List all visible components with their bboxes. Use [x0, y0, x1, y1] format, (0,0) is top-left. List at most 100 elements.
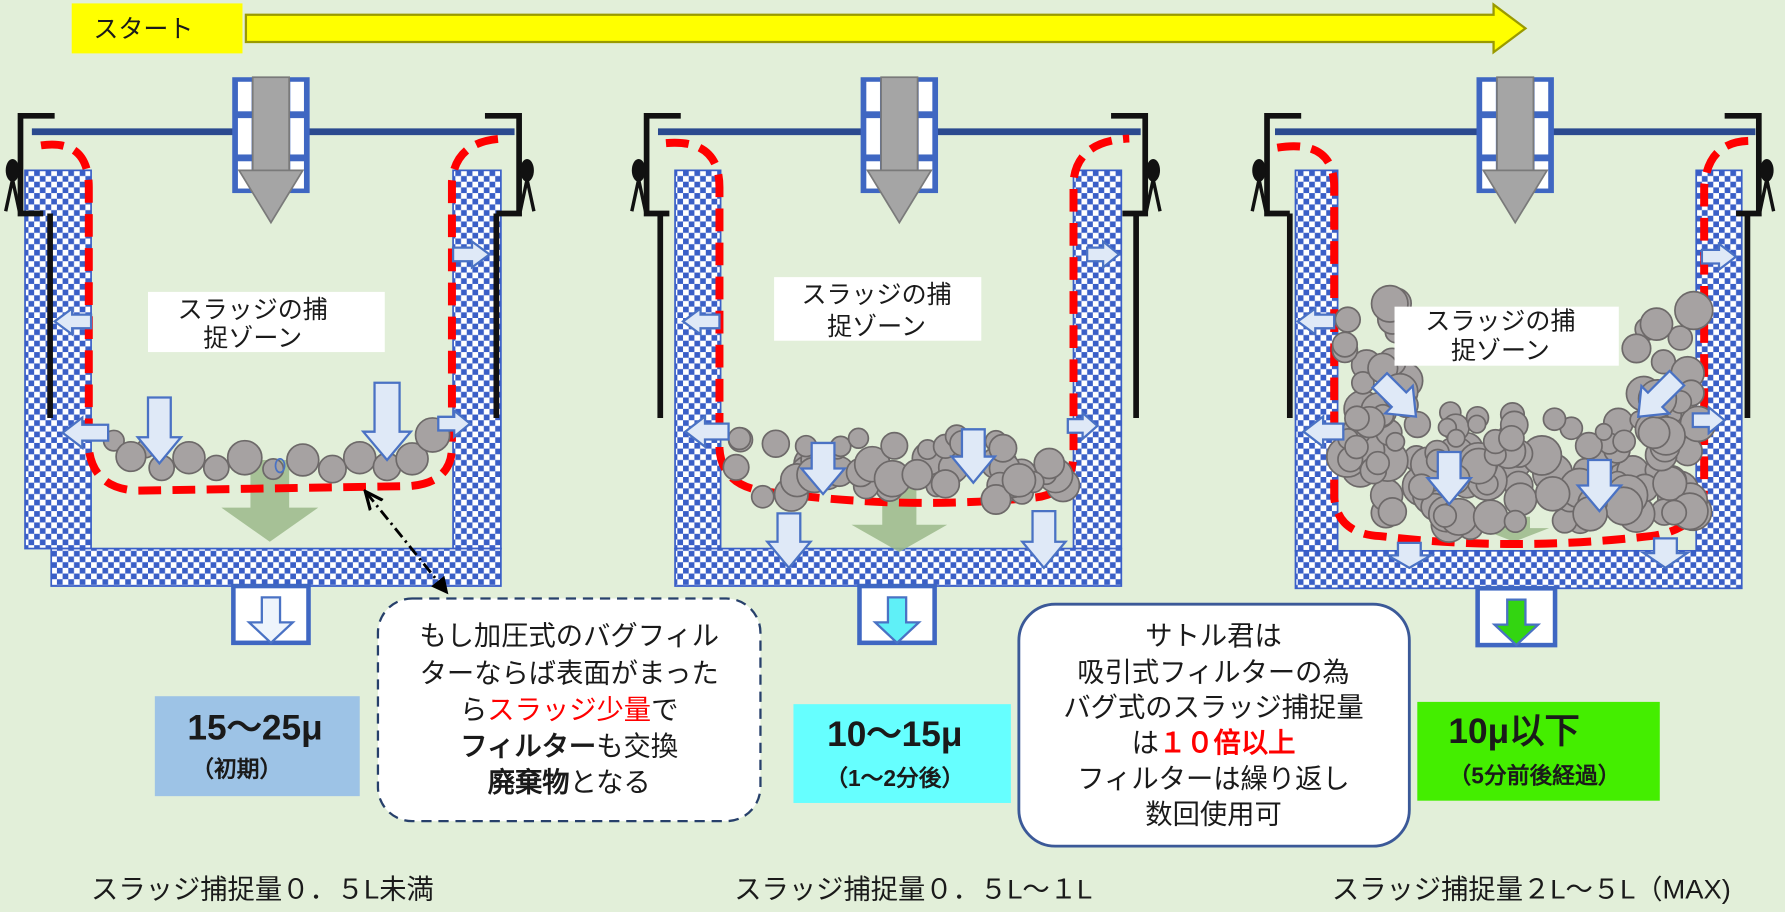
- sludge-particle: [1472, 499, 1509, 535]
- down-arrow-shaft: [251, 76, 291, 173]
- particle-size-box-bg: [1417, 701, 1660, 801]
- vessel-left-wall: [674, 169, 722, 550]
- particle-size-value: 10μ以下: [1448, 712, 1579, 751]
- capture-zone-label-line-1: スラッジの捕: [1425, 307, 1575, 335]
- flow-arrow: [1019, 509, 1068, 570]
- satoru-line-4: は１０倍以上: [1132, 727, 1296, 758]
- clamp-leg: [518, 179, 536, 212]
- flow-arrow: [60, 415, 110, 451]
- capture-amount-caption: スラッジ捕捉量０．５L未満: [91, 873, 434, 904]
- piston: [860, 76, 939, 225]
- clamp-knob: [1759, 159, 1774, 182]
- down-arrow-head: [237, 169, 305, 225]
- capture-zone-label-line-1: スラッジの捕: [801, 281, 951, 309]
- sludge-particle: [880, 431, 909, 460]
- callout-line-3-pre: ら: [460, 694, 487, 725]
- flow-arrow: [949, 428, 998, 485]
- particle-size-value: 10〜15μ: [827, 715, 962, 754]
- callout-line-5: 廃棄物となる: [488, 767, 651, 798]
- start-label-box: [71, 3, 243, 54]
- clamp-bracket: [1264, 113, 1302, 217]
- particle-size-value: 15〜25μ: [187, 708, 322, 747]
- outlet-down-arrow: [1491, 598, 1542, 647]
- sludge-particle: [1432, 503, 1458, 528]
- flow-arrow: [1636, 369, 1686, 418]
- elapsed-time-label: （5分前後経過）: [1449, 763, 1621, 789]
- sludge-particle: [115, 440, 147, 473]
- sludge-particle: [1344, 405, 1370, 432]
- capture-zone-label-line-2: 捉ゾーン: [827, 313, 926, 341]
- clamp-knob: [520, 159, 534, 182]
- sludge-particle: [1542, 407, 1567, 432]
- sludge-particle: [901, 458, 933, 491]
- satoru-line-3: バグ式のスラッジ捕捉量: [1063, 692, 1363, 723]
- piston-window: [866, 118, 880, 155]
- piston-window: [290, 81, 304, 112]
- callout-line-3-post: で: [651, 694, 678, 725]
- outlet-down-arrow: [246, 596, 296, 645]
- satoru-line-2: 吸引式フィルターの為: [1077, 656, 1349, 687]
- particle-size-box-3: 10μ以下 （5分前後経過）: [1417, 701, 1660, 801]
- flow-arrow: [437, 408, 472, 439]
- sludge-particle: [1674, 290, 1714, 331]
- down-arrow-head: [865, 169, 933, 225]
- clamp-leg: [1144, 179, 1162, 212]
- sludge-particle: [847, 427, 870, 450]
- callout-line-2: ターならば表面がまった: [420, 658, 719, 689]
- satoru-note: サトル君は 吸引式フィルターの為 バグ式のスラッジ捕捉量 は１０倍以上 フィルタ…: [1017, 602, 1411, 848]
- vessel-bottom: [50, 547, 502, 587]
- sludge-particle: [317, 454, 347, 484]
- sludge-particle: [395, 442, 429, 476]
- start-banner: スタート: [71, 2, 1528, 55]
- sludge-particle: [262, 457, 285, 481]
- flow-arrow: [1301, 414, 1345, 449]
- progress-arrow: [244, 2, 1528, 55]
- flow-arrow: [1295, 306, 1336, 337]
- particle-size-box-1: 15〜25μ（初期）: [154, 696, 360, 797]
- sludge-particle: [1498, 424, 1525, 452]
- piston-window: [1534, 81, 1549, 112]
- clamp-knob: [631, 159, 646, 182]
- sludge-particle: [342, 440, 377, 475]
- pressure-filter-callout: もし加圧式のバグフィル ターならば表面がまった らスラッジ少量で フィルターも交…: [367, 493, 762, 823]
- capture-zone-label-box: [147, 291, 385, 353]
- piston: [232, 76, 310, 225]
- sludge-particle: [930, 469, 961, 499]
- flow-arrow: [683, 414, 730, 449]
- filter-stages: スラッジの捕捉ゾーン15〜25μ（初期）スラッジ捕捉量０．５L未満スラッジの捕捉…: [4, 76, 1776, 904]
- filter-bag-line: [665, 134, 1130, 507]
- capture-zone-label-line-1: スラッジの捕: [178, 296, 328, 324]
- clamp-leg: [630, 179, 648, 212]
- clamp-knob: [1146, 159, 1161, 182]
- callout-line-4: フィルターも交換: [460, 730, 678, 761]
- clamp-bracket: [1111, 113, 1149, 217]
- flow-arrow: [1066, 410, 1100, 442]
- callout-line-5-bold: 廃棄物: [488, 767, 570, 798]
- flow-arrow: [798, 441, 848, 496]
- sludge-particle: [761, 429, 791, 458]
- flow-arrow: [681, 306, 721, 337]
- callout-line-5-post: となる: [570, 767, 651, 798]
- flow-arrow: [1700, 241, 1738, 272]
- sludge-particle: [1350, 370, 1375, 395]
- vessel-right-wall: [1072, 169, 1123, 550]
- flow-arrow: [1640, 537, 1691, 570]
- flow-arrow: [764, 512, 813, 570]
- clamp-leg: [4, 179, 22, 212]
- down-arrow-shaft: [1496, 76, 1535, 173]
- callout-line-4-bold: フィルター: [460, 730, 596, 761]
- sludge-particle: [1365, 450, 1391, 476]
- filtrate-flow-arrow: [221, 459, 319, 542]
- callout-line-1: もし加圧式のバグフィル: [419, 620, 719, 651]
- sludge-particle: [1403, 410, 1432, 439]
- clamp-knob: [1252, 159, 1266, 182]
- sludge-particle: [1334, 306, 1362, 333]
- sludge-particle: [722, 453, 750, 481]
- capture-zone-label-line-2: 捉ゾーン: [203, 324, 302, 352]
- filter-bag-line: [40, 134, 504, 495]
- piston-window: [918, 81, 933, 112]
- sludge-layer: [722, 424, 1081, 516]
- particle-size-box-2: 10〜15μ（1〜2分後）: [793, 704, 1011, 803]
